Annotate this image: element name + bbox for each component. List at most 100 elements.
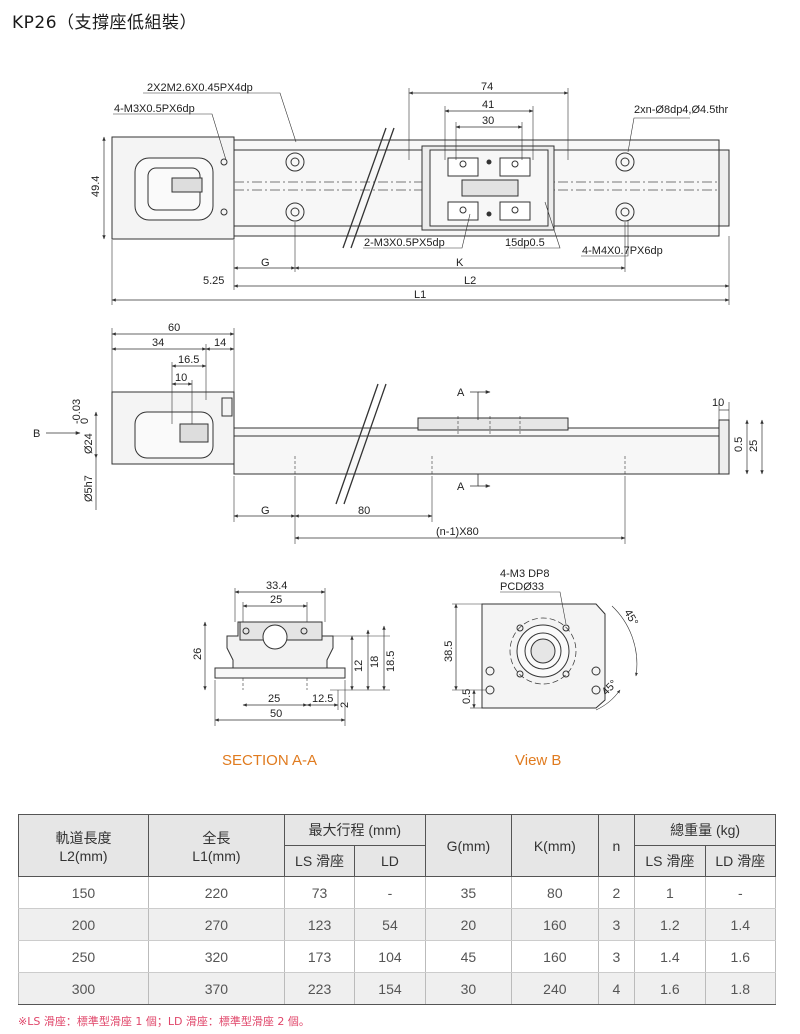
label-section-a-top: A [457,387,465,399]
label-d10: 10 [175,372,187,384]
label-tol-upper: -0.03 [71,399,83,424]
label-tap-m3: 4-M3 DP8 [500,568,550,580]
table-cell: 54 [354,908,426,941]
label-d25-top: 25 [270,594,282,606]
caption-section-aa: SECTION A-A [222,752,318,769]
label-d125: 12.5 [312,693,333,705]
label-height: 49.4 [90,176,102,197]
header-stroke-ld: LD [354,845,426,877]
label-dia24: Ø24 [83,433,95,454]
table-cell: 20 [424,908,513,941]
technical-drawing: 2X2M2.6X0.45PX4dp 4-M3X0.5PX6dp 74 41 30… [33,81,764,726]
table-cell: 173 [283,940,356,973]
table-cell: 250 [18,940,149,973]
table-cell: - [354,876,426,909]
table-cell: 30 [424,972,513,1005]
table-cell: - [704,876,777,909]
label-d60: 60 [168,322,180,334]
caption-view-b: View B [515,752,562,769]
label-d165: 16.5 [178,354,199,366]
label-angle1: 45° [621,608,640,628]
page-title: KP26（支撐座低組裝） [12,13,198,33]
table-cell: 223 [283,972,356,1005]
section-aa-view [203,588,390,726]
table-cell: 104 [354,940,426,973]
table-cell: 1 [634,876,706,909]
label-l2: L2 [464,275,476,287]
table-cell: 320 [147,940,285,973]
label-d26: 26 [192,648,204,660]
label-arrow-b: B [33,428,40,440]
header-stroke: 最大行程 (mm) [283,814,426,846]
label-depth-15: 15dp0.5 [505,237,545,249]
label-h05: 0.5 [733,437,745,452]
label-d185: 18.5 [385,651,397,672]
top-view [102,88,730,305]
table-cell: 300 [18,972,149,1005]
label-d334: 33.4 [266,580,287,592]
label-g: G [261,257,270,269]
side-view-labels: 60 34 14 16.5 10 B Ø24 -0.03 0 Ø5h7 A A … [33,322,760,538]
table-cell: 2 [597,876,636,909]
label-g-side: G [261,505,270,517]
table-cell: 73 [283,876,356,909]
header-weight-ld: LD 滑座 [704,845,777,877]
footnote: ※LS 滑座：標準型滑座 1 個；LD 滑座：標準型滑座 2 個。 [18,1015,310,1028]
table-cell: 4 [597,972,636,1005]
label-d2: 2 [339,702,351,708]
table-cell: 160 [511,940,599,973]
section-aa-labels: 33.4 25 26 12 18 18.5 25 12.5 2 50 [192,580,397,720]
label-d14: 14 [214,337,226,349]
label-dim-30: 30 [482,115,494,127]
table-cell: 123 [283,908,356,941]
label-k: K [456,257,464,269]
label-d25-bottom: 25 [268,693,280,705]
table-cell: 220 [147,876,285,909]
header-n: n [597,814,636,877]
label-tol-lower: 0 [79,418,91,424]
header-g: G(mm) [424,814,513,877]
table-cell: 3 [597,940,636,973]
label-tap-upper: 2X2M2.6X0.45PX4dp [147,82,253,94]
label-section-a-bottom: A [457,481,465,493]
table-cell: 80 [511,876,599,909]
table-cell: 270 [147,908,285,941]
view-b [452,591,638,711]
header-weight: 總重量 (kg) [634,814,776,846]
label-offset: 5.25 [203,275,224,287]
header-stroke-ls: LS 滑座 [283,845,356,877]
label-d385: 38.5 [443,641,455,662]
label-dia5: Ø5h7 [83,475,95,502]
label-d50: 50 [270,708,282,720]
table-cell: 35 [424,876,513,909]
label-counterbore: 2xn-Ø8dp4,Ø4.5thr [634,104,729,116]
table-cell: 160 [511,908,599,941]
header-weight-ls: LS 滑座 [634,845,706,877]
table-cell: 150 [18,876,149,909]
label-d18: 18 [369,656,381,668]
label-pitch-n: (n-1)X80 [436,526,479,538]
label-d34: 34 [152,337,164,349]
label-h25: 25 [748,440,760,452]
table-cell: 1.6 [704,940,777,973]
label-d05: 0.5 [461,689,473,704]
table-cell: 1.8 [704,972,777,1005]
table-cell: 3 [597,908,636,941]
table-cell: 1.4 [704,908,777,941]
table-cell: 370 [147,972,285,1005]
label-tap-2m3: 2-M3X0.5PX5dp [364,237,445,249]
label-end10: 10 [712,397,724,409]
table-cell: 1.6 [634,972,706,1005]
header-k: K(mm) [511,814,599,877]
label-dim-41: 41 [482,99,494,111]
label-l1: L1 [414,289,426,301]
label-pitch80: 80 [358,505,370,517]
table-cell: 240 [511,972,599,1005]
side-view [46,328,764,544]
